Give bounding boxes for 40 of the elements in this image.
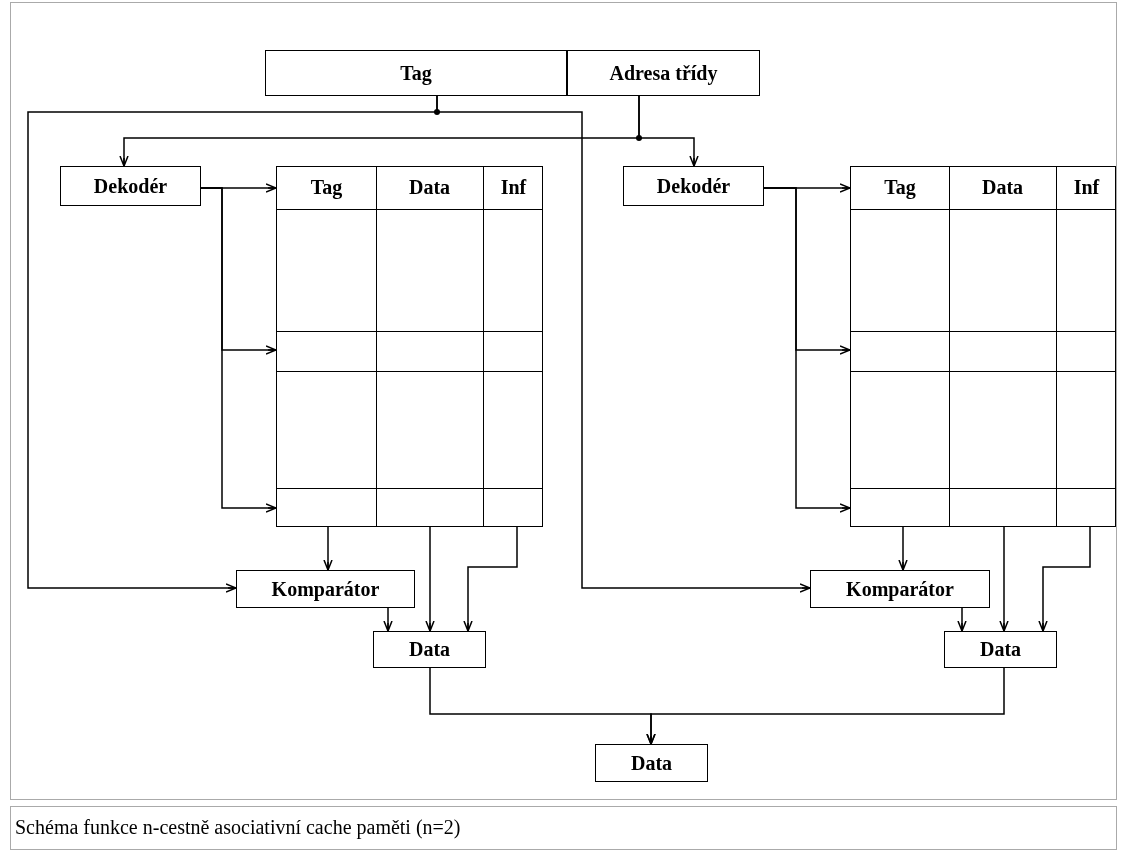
column-header: Data [980, 176, 1025, 198]
address-field [265, 50, 567, 96]
box-label: Komparátor [845, 577, 955, 600]
arrow [763, 187, 851, 513]
arrow [200, 187, 277, 513]
box-label: Data [629, 751, 674, 774]
arrow [436, 95, 811, 593]
address-field [567, 50, 760, 96]
arrow [898, 526, 908, 571]
box-label: Dekodér [92, 174, 169, 197]
process-box [623, 166, 764, 206]
arrow [638, 95, 699, 167]
box-label: Tag [399, 61, 433, 84]
process-box [944, 631, 1057, 668]
process-box [810, 570, 990, 608]
memory-table [850, 166, 1116, 527]
process-box [373, 631, 486, 668]
memory-table [276, 166, 543, 527]
column-header: Tag [883, 176, 917, 198]
arrow [957, 607, 967, 632]
arrow [999, 526, 1009, 632]
box-label: Data [407, 638, 452, 660]
process-box [236, 570, 415, 608]
process-box [595, 744, 708, 782]
arrow [1038, 526, 1091, 632]
box-label: Komparátor [270, 577, 381, 600]
process-box [60, 166, 201, 206]
arrow [323, 526, 333, 571]
arrow [463, 526, 518, 632]
arrow [383, 607, 393, 632]
column-header: Inf [1072, 176, 1101, 198]
box-label: Dekodér [655, 174, 732, 197]
column-header: Tag [309, 176, 344, 198]
column-header: Inf [499, 176, 528, 198]
arrow [425, 526, 435, 632]
box-label: Adresa třídy [608, 61, 719, 84]
caption: Schéma funkce n-cestně asociativní cache paměti (n=2) [15, 816, 461, 839]
column-header: Data [407, 176, 452, 198]
arrow [646, 667, 1005, 745]
box-label: Data [978, 638, 1023, 660]
